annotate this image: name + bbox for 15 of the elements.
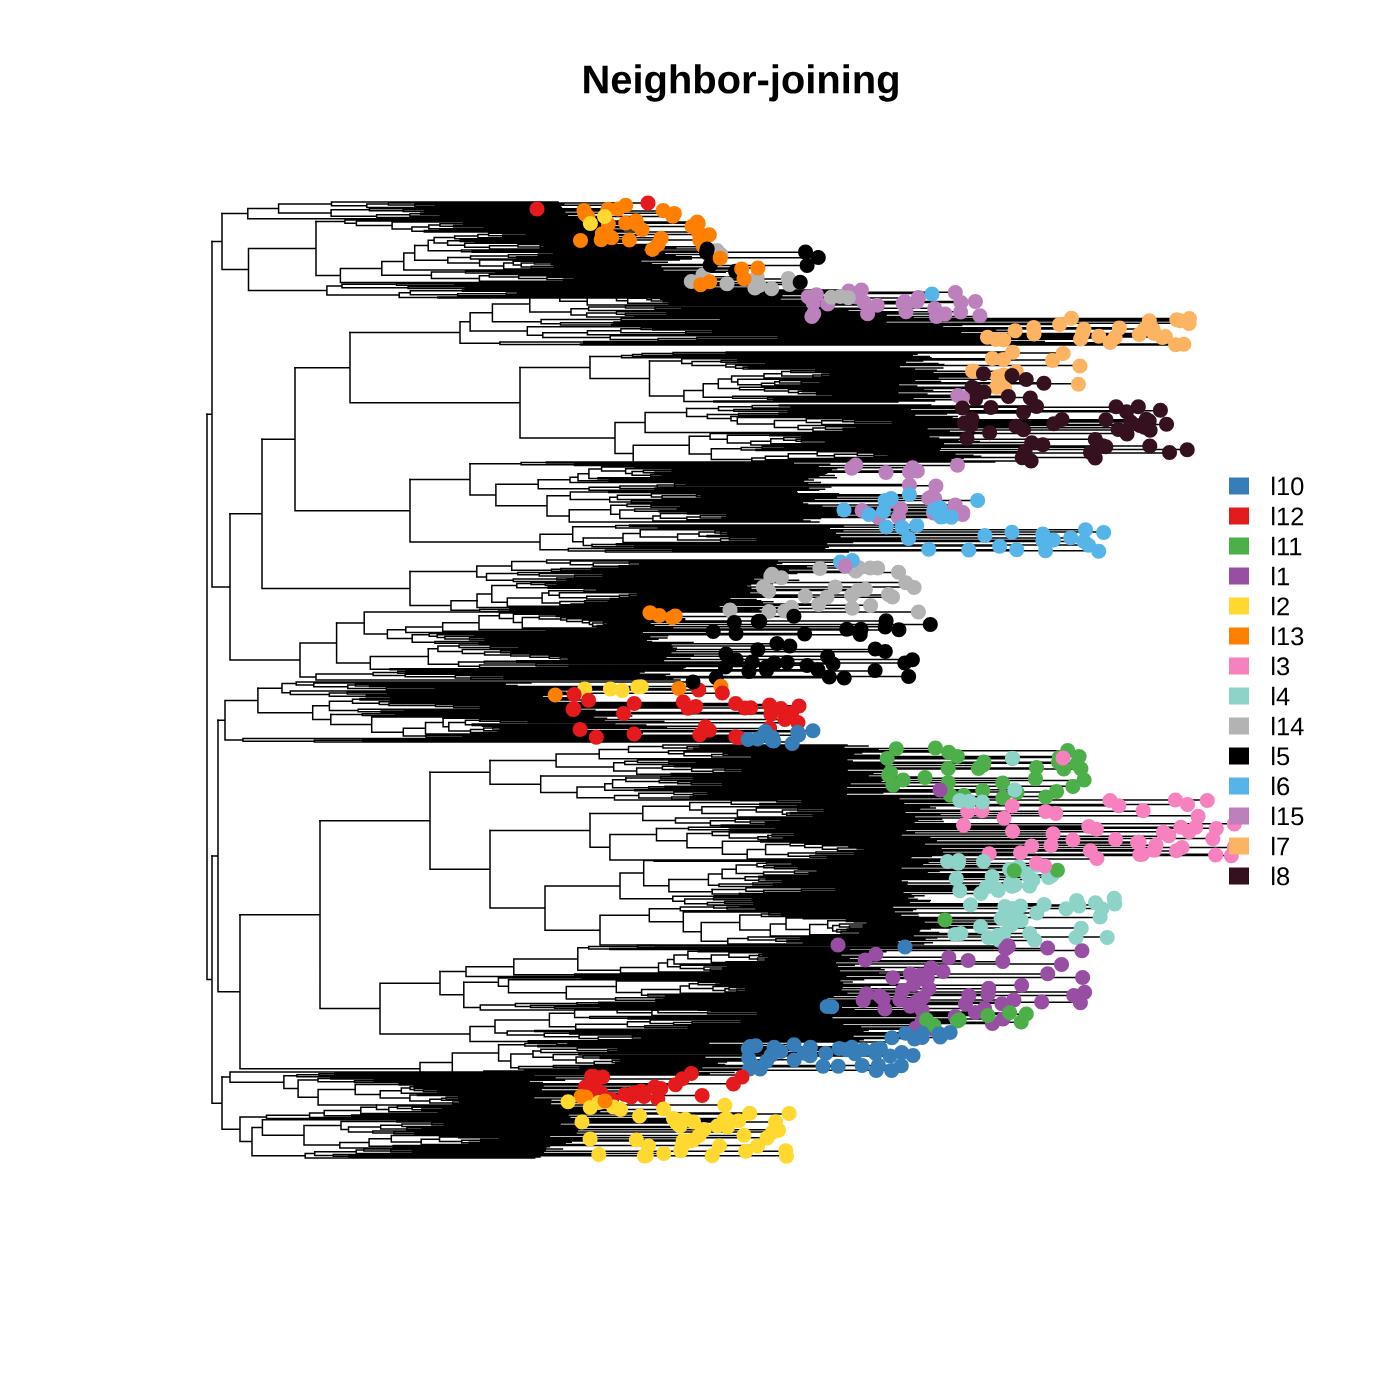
legend-label: l5 [1272,746,1290,766]
chart-title: Neighbor-joining [584,64,898,102]
legend-label: l6 [1272,776,1290,796]
legend-label: l1 [1272,566,1289,586]
legend-label: l3 [1272,656,1290,676]
legend-label: l2 [1272,596,1289,616]
legend-label: l4 [1272,686,1290,706]
legend-label: l15 [1272,806,1304,826]
legend-label: l7 [1272,836,1289,856]
legend-label: l14 [1272,716,1304,736]
legend-label: l13 [1272,626,1304,646]
legend-label: l11 [1272,536,1302,556]
legend-label: l10 [1272,476,1304,496]
legend-label: l12 [1272,506,1304,526]
legend-label: l8 [1272,866,1290,886]
